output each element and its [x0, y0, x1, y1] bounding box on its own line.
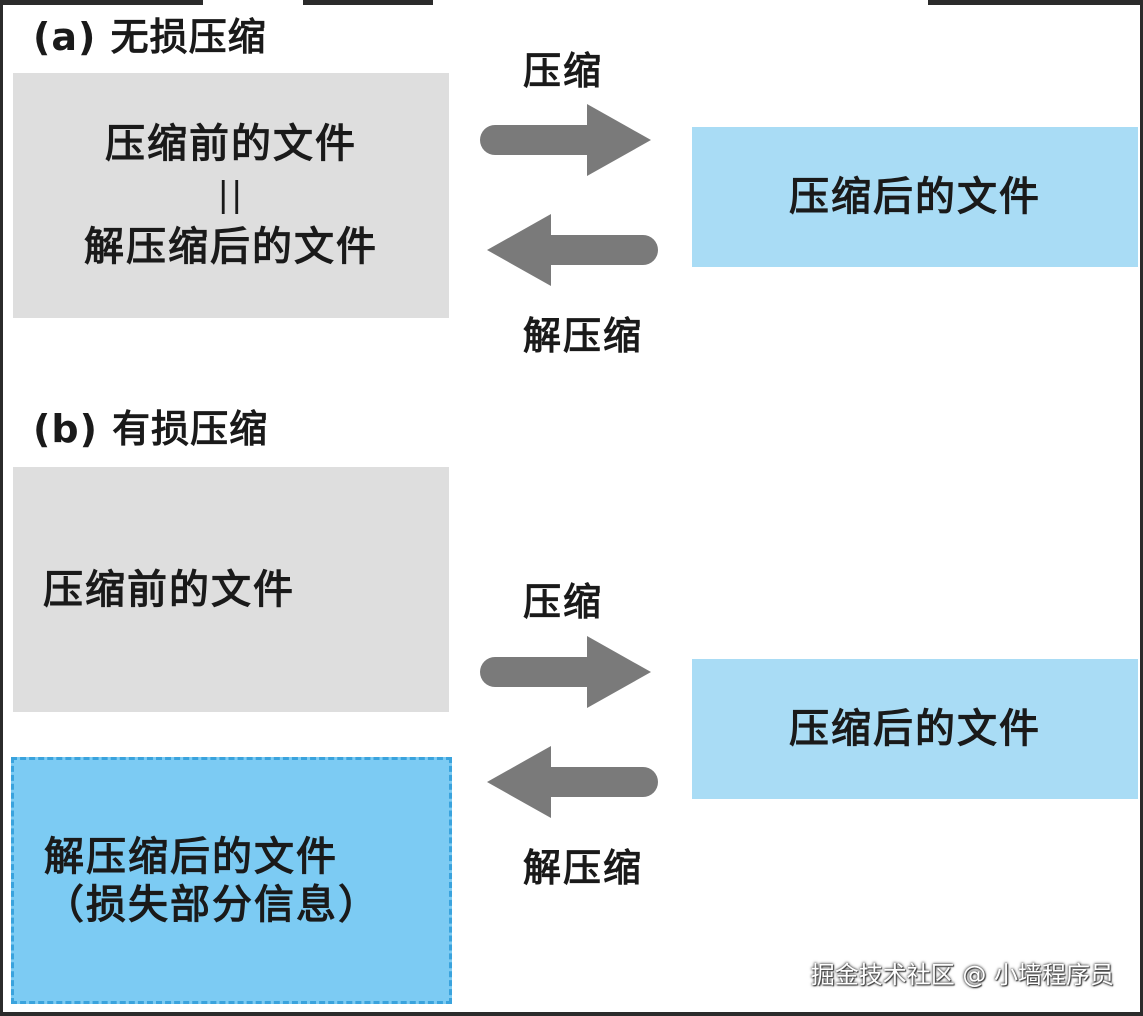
section-a-original-label: 压缩前的文件 — [105, 121, 357, 168]
section-b-decompressed-box: 解压缩后的文件 （损失部分信息） — [11, 757, 452, 1004]
section-b-title: (b) 有损压缩 — [33, 407, 269, 451]
section-b-original-box: 压缩前的文件 — [13, 467, 449, 712]
section-a-right-arrow — [480, 104, 651, 176]
section-a-decompressed-label: 解压缩后的文件 — [84, 223, 378, 270]
section-a-left-arrow — [487, 214, 658, 286]
section-b-decompressed-label: 解压缩后的文件 — [44, 833, 338, 880]
section-b-left-arrow — [487, 746, 658, 818]
section-a-compress-label: 压缩 — [523, 49, 604, 93]
section-a-compressed-box: 压缩后的文件 — [692, 127, 1138, 267]
section-b-compressed-label: 压缩后的文件 — [789, 706, 1041, 752]
section-b-info-loss-label: （损失部分信息） — [44, 881, 380, 928]
section-b-original-label: 压缩前的文件 — [43, 566, 295, 613]
section-a-original-box: 压缩前的文件 || 解压缩后的文件 — [13, 73, 449, 318]
section-b-compress-label: 压缩 — [523, 580, 604, 624]
section-a-equals-sign: || — [217, 175, 245, 216]
top-edge-strip — [3, 0, 1140, 5]
section-b-decompress-label: 解压缩 — [523, 846, 644, 890]
section-a-compressed-label: 压缩后的文件 — [789, 174, 1041, 220]
section-b-compressed-box: 压缩后的文件 — [692, 659, 1138, 799]
section-a-title: (a) 无损压缩 — [33, 15, 267, 59]
section-a-decompress-label: 解压缩 — [523, 314, 644, 358]
section-b-right-arrow — [480, 636, 651, 708]
watermark-text: 掘金技术社区 @ 小墙程序员 — [810, 961, 1114, 989]
